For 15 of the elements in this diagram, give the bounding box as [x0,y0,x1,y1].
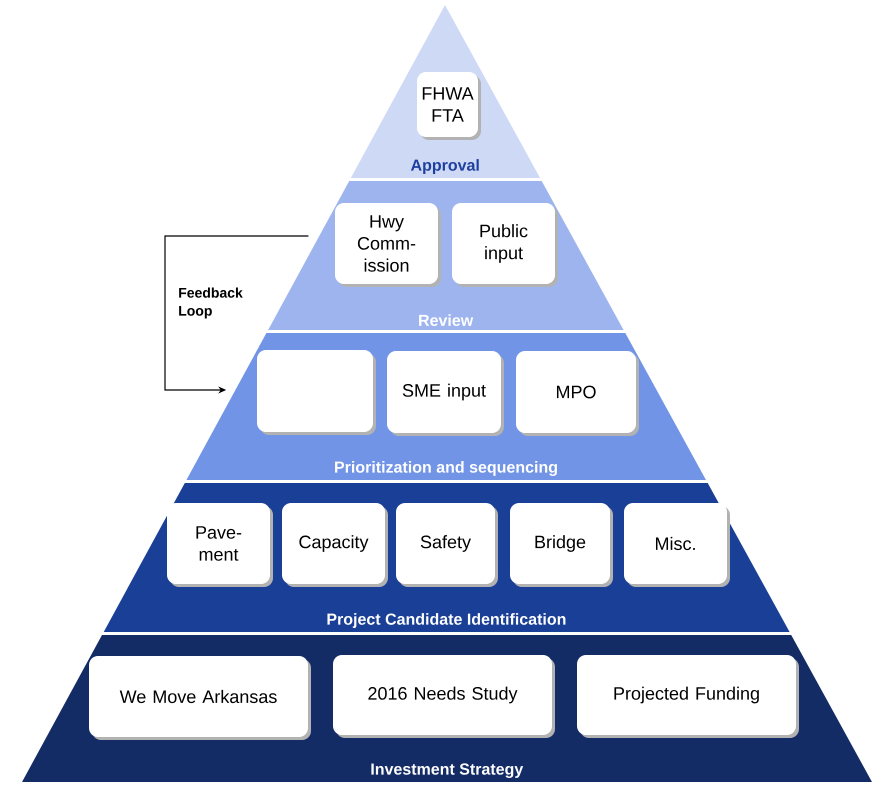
rounded-box: FHWA FTA [417,72,481,140]
rounded-box: SME input [387,350,504,436]
rounded-box: Hwy Comm- ission [335,202,441,287]
rounded-box: MPO [516,350,639,436]
rounded-box [257,350,376,435]
rounded-box: Public input [452,202,558,287]
rounded-box: Safety [396,502,498,587]
rounded-box: Misc. [624,502,730,587]
rounded-box: We Move Arkansas [89,656,311,740]
rounded-box: Bridge [510,502,613,587]
rounded-box: 2016 Needs Study [333,654,555,738]
rounded-box: Projected Funding [577,654,799,738]
edge-label: Feedback Loop [179,287,243,318]
rounded-box: Pave- ment [167,502,273,587]
rounded-box: Capacity [282,502,388,587]
